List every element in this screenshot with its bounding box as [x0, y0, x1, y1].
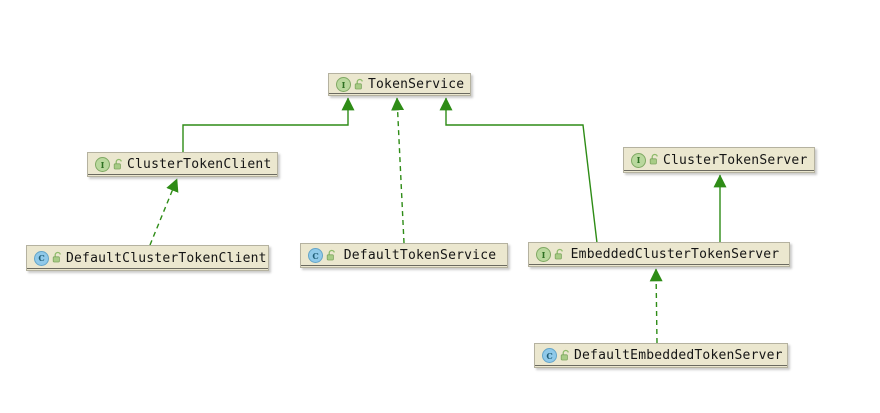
node-cluster-token-server[interactable]: I ClusterTokenServer [623, 147, 815, 173]
edge-defaultembeddedtokenserver-implements-embeddedclustertokenserver [649, 268, 663, 344]
class-icon: C [308, 248, 323, 263]
public-lock-icon [354, 78, 365, 90]
node-label: DefaultTokenService [343, 248, 497, 263]
node-token-service[interactable]: I TokenService [328, 73, 471, 96]
interface-icon: I [95, 157, 110, 172]
node-default-cluster-token-client[interactable]: C DefaultClusterTokenClient [26, 245, 269, 271]
class-icon: C [542, 348, 557, 363]
public-lock-icon [52, 251, 63, 263]
interface-icon: I [631, 152, 646, 168]
edge-defaulttokenservice-implements-tokenservice [391, 97, 405, 244]
node-label: EmbeddedClusterTokenServer [570, 247, 780, 262]
node-default-token-service[interactable]: C DefaultTokenService [300, 243, 508, 268]
node-default-embedded-token-server[interactable]: C DefaultEmbeddedTokenServer [534, 343, 788, 368]
public-lock-icon [649, 153, 660, 165]
node-label: ClusterTokenClient [127, 157, 272, 172]
edge-defaultclustertokenclient-implements-clustertokenclient [149, 178, 179, 246]
node-label: TokenService [368, 77, 465, 92]
public-lock-icon [554, 248, 565, 260]
public-lock-icon [326, 249, 337, 261]
node-cluster-token-client[interactable]: I ClusterTokenClient [87, 152, 278, 177]
edge-embeddedclustertokenserver-extends-tokenservice [439, 97, 598, 244]
edge-clustertokenclient-extends-tokenservice [182, 97, 355, 152]
node-label: ClusterTokenServer [663, 152, 808, 168]
node-label: DefaultEmbeddedTokenServer [574, 348, 783, 363]
public-lock-icon [560, 349, 571, 361]
class-icon: C [34, 250, 49, 266]
node-label: DefaultClusterTokenClient [66, 250, 267, 266]
public-lock-icon [113, 158, 124, 170]
interface-icon: I [336, 77, 351, 92]
node-embedded-cluster-token-server[interactable]: I EmbeddedClusterTokenServer [528, 242, 790, 267]
interface-icon: I [536, 247, 551, 262]
